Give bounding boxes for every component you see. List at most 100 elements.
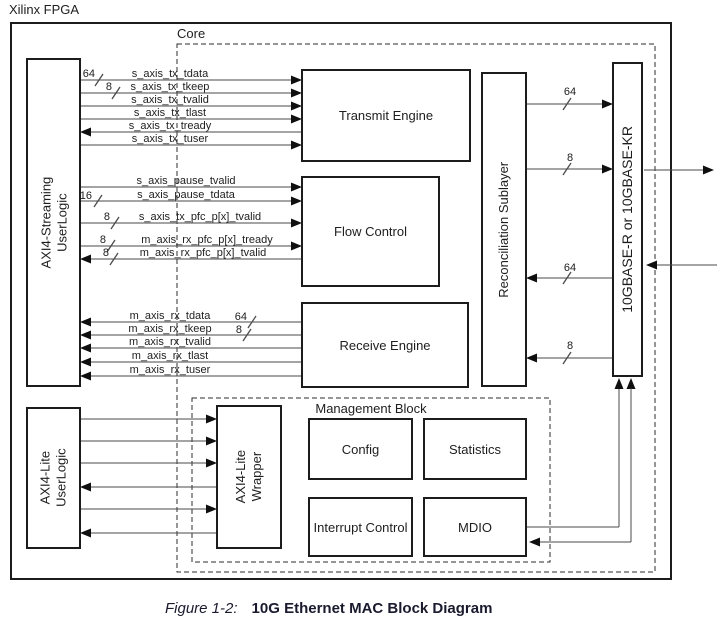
figure-number: Figure 1-2:: [165, 600, 238, 617]
bus-width-slash: [562, 162, 572, 176]
signal-label: s_axis_pause_tdata: [137, 189, 236, 201]
axi4-streaming-userlogic-box: AXI4-Streaming UserLogic: [26, 58, 81, 387]
arrowhead: [80, 254, 91, 264]
signal-label: s_axis_tx_tkeep: [131, 81, 210, 93]
bus-width-label: 8: [103, 247, 109, 259]
interrupt-control-label: Interrupt Control: [313, 519, 408, 535]
transmit-engine-box: Transmit Engine: [301, 69, 471, 162]
mdio-label: MDIO: [458, 519, 492, 535]
bus-width-slash: [242, 328, 252, 342]
bus-width-label: 8: [567, 152, 573, 164]
signal-label: s_axis_pause_tvalid: [136, 175, 235, 187]
arrowhead: [291, 182, 302, 192]
arrowhead: [80, 482, 91, 492]
bus-width-slash: [562, 271, 572, 285]
config-box: Config: [308, 418, 413, 480]
arrowhead: [291, 196, 302, 206]
arrowhead: [291, 218, 302, 228]
bus-width-slash: [93, 194, 103, 208]
arrowhead: [291, 114, 302, 124]
transmit-engine-label: Transmit Engine: [338, 108, 434, 123]
arrowhead: [614, 378, 624, 389]
10gbase-box: 10GBASE-R or 10GBASE-KR: [612, 62, 643, 377]
arrowhead: [626, 378, 636, 389]
signal-label: m_axis_rx_pfc_p[x]_tvalid: [140, 247, 267, 259]
signal-label: s_axis_tx_tdata: [132, 68, 209, 80]
arrowhead: [291, 241, 302, 251]
arrowhead: [291, 101, 302, 111]
bus-width-slash: [247, 315, 257, 329]
bus-width-label: 8: [104, 211, 110, 223]
fpga-boundary-box: [10, 22, 672, 580]
signal-label: m_axis_rx_pfc_p[x]_tready: [141, 234, 273, 246]
bus-width-slash: [94, 73, 104, 87]
arrowhead: [80, 528, 91, 538]
axi4-lite-wrapper-box: AXI4-Lite Wrapper: [216, 405, 282, 549]
arrowhead: [291, 140, 302, 150]
management-dashed-boundary: [191, 397, 551, 563]
axi4-lite-userlogic-box: AXI4-Lite UserLogic: [26, 407, 81, 549]
arrowhead: [80, 343, 91, 353]
signal-label: m_axis_rx_tkeep: [128, 323, 211, 335]
bus-width-label: 64: [235, 311, 247, 323]
signal-label: s_axis_tx_pfc_p[x]_tvalid: [139, 211, 261, 223]
arrowhead: [80, 330, 91, 340]
arrowhead: [80, 127, 91, 137]
bus-width-label: 8: [567, 340, 573, 352]
bus-width-slash: [111, 86, 121, 100]
flow-control-box: Flow Control: [301, 176, 440, 287]
flow-control-label: Flow Control: [334, 224, 407, 239]
10gbase-label: 10GBASE-R or 10GBASE-KR: [619, 126, 636, 313]
bus-width-label: 8: [106, 81, 112, 93]
arrowhead: [703, 165, 714, 175]
arrowhead: [291, 88, 302, 98]
figure-title: 10G Ethernet MAC Block Diagram: [251, 600, 493, 617]
arrowhead: [529, 537, 540, 547]
signal-label: s_axis_tx_tuser: [132, 133, 209, 145]
signal-label: m_axis_rx_tvalid: [129, 336, 211, 348]
arrowhead: [206, 436, 217, 446]
axi4-lite-wrapper-label: AXI4-Lite Wrapper: [233, 450, 264, 504]
arrowhead: [602, 164, 613, 174]
receive-engine-box: Receive Engine: [301, 302, 469, 388]
bus-width-slash: [110, 216, 120, 230]
core-dashed-boundary: [176, 43, 656, 573]
bus-width-slash: [562, 97, 572, 111]
signal-label: m_axis_rx_tlast: [132, 350, 208, 362]
bus-width-slash: [562, 351, 572, 365]
signal-label: s_axis_tx_tlast: [134, 107, 206, 119]
receive-engine-label: Receive Engine: [339, 337, 431, 353]
figure-caption: Figure 1-2: 10G Ethernet MAC Block Diagr…: [165, 600, 492, 617]
axi4-lite-userlogic-label: AXI4-Lite UserLogic: [37, 448, 69, 508]
bus-width-label: 8: [236, 324, 242, 336]
statistics-box: Statistics: [423, 418, 527, 480]
arrowhead: [206, 504, 217, 514]
signal-label: s_axis_tx_tready: [129, 120, 212, 132]
reconciliation-sublayer-box: Reconciliation Sublayer: [481, 72, 527, 387]
mdio-box: MDIO: [423, 497, 527, 557]
bus-width-label: 8: [100, 234, 106, 246]
bus-width-slash: [106, 239, 116, 253]
arrowhead: [291, 75, 302, 85]
arrowhead: [602, 99, 613, 109]
reconciliation-sublayer-label: Reconciliation Sublayer: [496, 161, 512, 298]
arrowhead: [646, 260, 657, 270]
arrowhead: [206, 414, 217, 424]
arrowhead: [526, 353, 537, 363]
config-label: Config: [341, 441, 380, 457]
arrowhead: [206, 458, 217, 468]
arrowhead: [80, 357, 91, 367]
axi4-streaming-userlogic-label: AXI4-Streaming UserLogic: [37, 176, 69, 269]
arrowhead: [80, 317, 91, 327]
core-label: Core: [177, 26, 206, 41]
bus-width-label: 16: [80, 190, 92, 202]
signal-label: m_axis_rx_tuser: [130, 364, 211, 376]
bus-width-label: 64: [83, 68, 95, 80]
bus-width-label: 64: [564, 262, 576, 274]
arrowhead: [526, 273, 537, 283]
signal-label: m_axis_rx_tdata: [130, 310, 212, 322]
signal-label: s_axis_tx_tvalid: [131, 94, 209, 106]
interrupt-control-box: Interrupt Control: [308, 497, 413, 557]
